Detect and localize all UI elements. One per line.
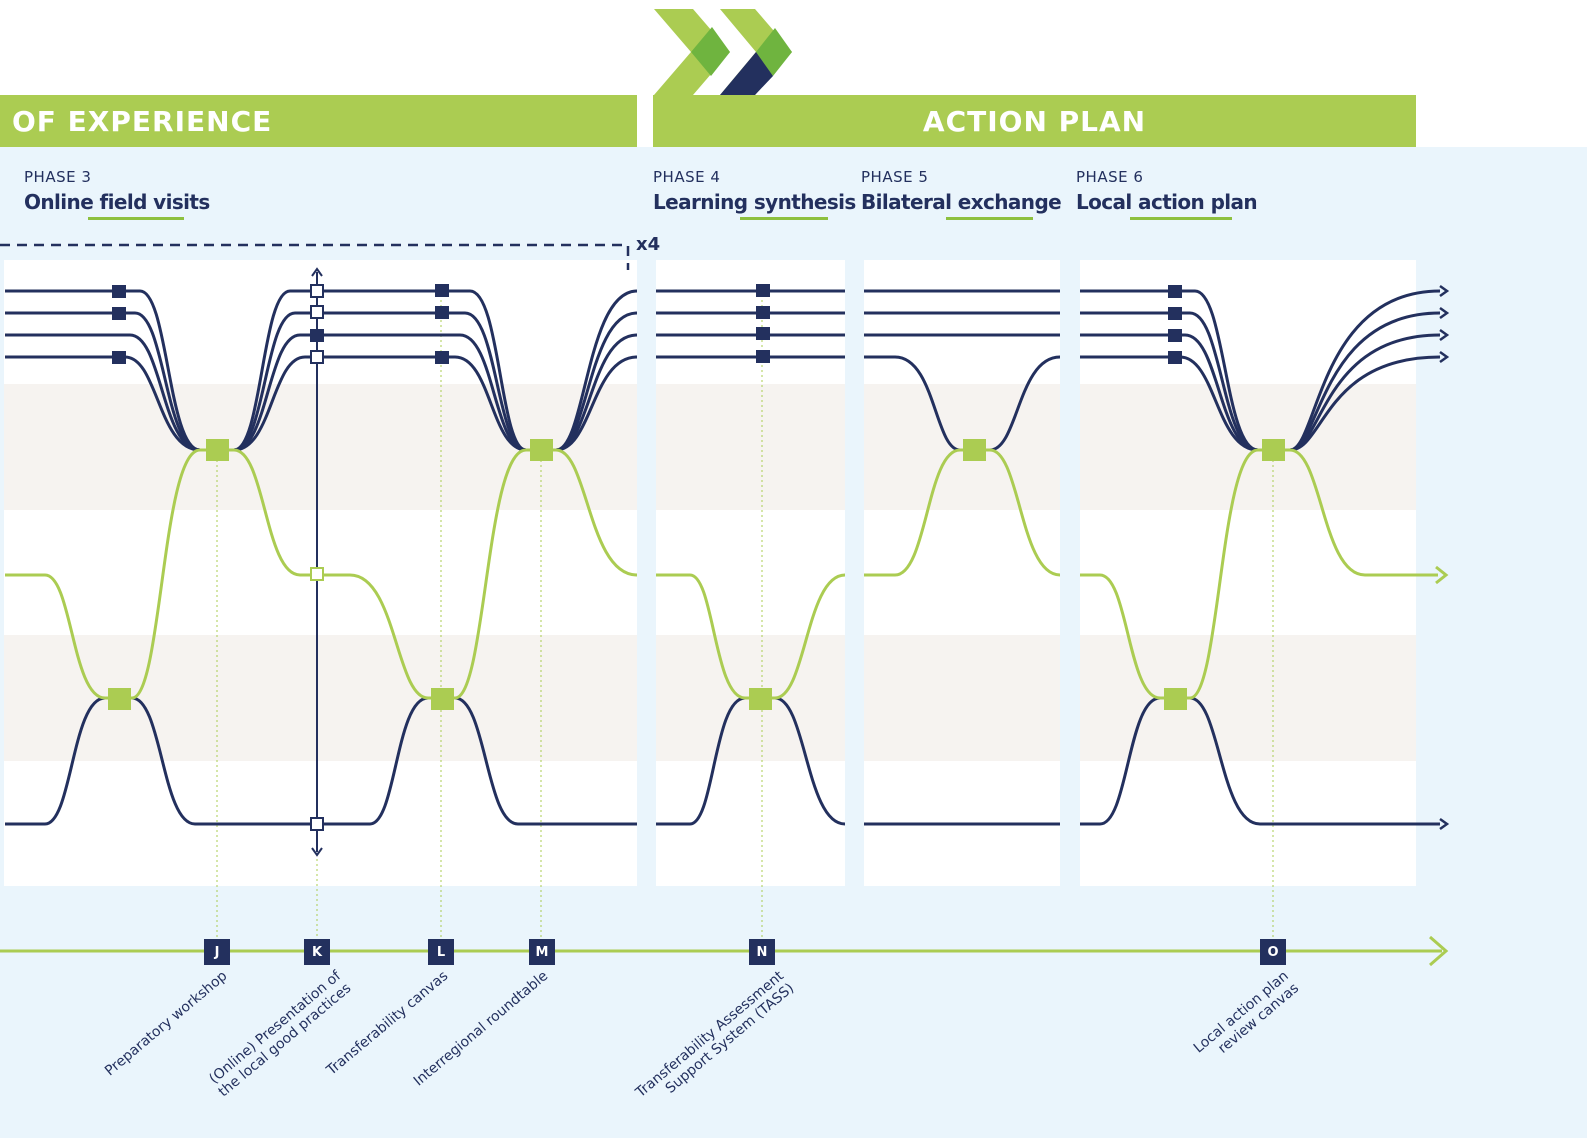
timeline-marker-m: M bbox=[529, 939, 555, 965]
phase-title: Learning synthesis bbox=[653, 190, 856, 214]
title-underline bbox=[1130, 217, 1232, 220]
banner-action-plan: ACTION PLAN bbox=[653, 95, 1416, 147]
timeline-marker-k: K bbox=[304, 939, 330, 965]
phase-number: PHASE 4 bbox=[653, 168, 721, 186]
timeline-marker-o: O bbox=[1260, 939, 1286, 965]
phase-3-header: PHASE 3 Online field visits bbox=[24, 168, 210, 220]
banner-exchange-of-experience: OF EXPERIENCE bbox=[0, 95, 637, 147]
repeat-label: x4 bbox=[636, 234, 661, 255]
title-underline bbox=[88, 217, 184, 220]
phase-number: PHASE 3 bbox=[24, 168, 92, 186]
timeline-marker-j: J bbox=[204, 939, 230, 965]
timeline-marker-n: N bbox=[749, 939, 775, 965]
phase-number: PHASE 5 bbox=[861, 168, 929, 186]
phase-title: Online field visits bbox=[24, 190, 210, 214]
phase-title: Bilateral exchange bbox=[861, 190, 1062, 214]
arrow-right-icon bbox=[1439, 284, 1450, 831]
title-underline bbox=[740, 217, 828, 220]
phase-number: PHASE 6 bbox=[1076, 168, 1144, 186]
double-chevron-icon bbox=[654, 9, 792, 95]
phase-4-header: PHASE 4 Learning synthesis bbox=[653, 168, 856, 220]
phase-6-header: PHASE 6 Local action plan bbox=[1076, 168, 1258, 220]
title-underline bbox=[946, 217, 1033, 220]
timeline-marker-l: L bbox=[428, 939, 454, 965]
phase-title: Local action plan bbox=[1076, 190, 1258, 214]
phase-5-header: PHASE 5 Bilateral exchange bbox=[861, 168, 1062, 220]
